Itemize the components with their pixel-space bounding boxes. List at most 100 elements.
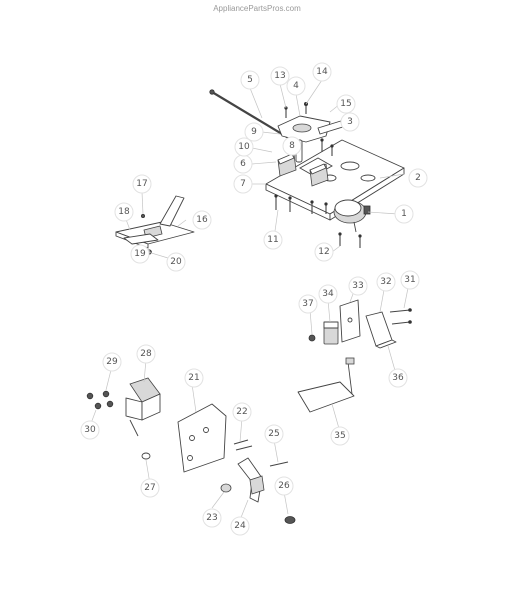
callout-10-label: 10 <box>238 142 250 152</box>
part-bushing-23[interactable] <box>220 483 232 493</box>
callout-23[interactable]: 23 <box>202 508 222 528</box>
callout-18-label: 18 <box>118 207 130 217</box>
part-cap-26[interactable] <box>284 516 296 524</box>
part-panel-35[interactable] <box>297 357 355 413</box>
part-base-tray[interactable] <box>265 139 405 221</box>
upper-screws <box>274 102 362 248</box>
callout-4[interactable]: 4 <box>286 76 306 96</box>
callout-17[interactable]: 17 <box>132 174 152 194</box>
part-left-clip[interactable] <box>123 233 159 245</box>
callout-34[interactable]: 34 <box>318 284 338 304</box>
callout-29[interactable]: 29 <box>102 352 122 372</box>
callout-21-label: 21 <box>188 373 199 383</box>
part-mounting-plate[interactable] <box>177 403 227 473</box>
callout-11[interactable]: 11 <box>263 230 283 250</box>
callout-35-label: 35 <box>334 431 345 441</box>
callout-37-label: 37 <box>302 299 313 309</box>
callout-28[interactable]: 28 <box>136 344 156 364</box>
callout-3[interactable]: 3 <box>340 112 360 132</box>
callout-19-label: 19 <box>134 249 146 259</box>
callout-16-label: 16 <box>196 215 208 225</box>
callout-22-label: 22 <box>236 407 247 417</box>
callout-2[interactable]: 2 <box>408 168 428 188</box>
part-nut-37[interactable] <box>308 334 316 342</box>
callout-30-label: 30 <box>84 425 96 435</box>
part-latch-28[interactable] <box>125 377 161 437</box>
callout-6[interactable]: 6 <box>233 154 253 174</box>
callout-32-label: 32 <box>380 277 391 287</box>
callout-29-label: 29 <box>106 357 118 367</box>
callout-15[interactable]: 15 <box>336 94 356 114</box>
callout-24-label: 24 <box>234 521 246 531</box>
part-clip-27[interactable] <box>141 452 151 460</box>
callout-3-label: 3 <box>347 117 353 127</box>
callout-8[interactable]: 8 <box>282 136 302 156</box>
part-screws-31 <box>389 308 412 325</box>
part-angle-bracket[interactable] <box>365 311 397 349</box>
callout-7-label: 7 <box>240 179 246 189</box>
callout-15-label: 15 <box>340 99 351 109</box>
callout-22[interactable]: 22 <box>232 402 252 422</box>
callout-16[interactable]: 16 <box>192 210 212 230</box>
callout-20[interactable]: 20 <box>166 252 186 272</box>
callout-1[interactable]: 1 <box>394 204 414 224</box>
callout-12-label: 12 <box>318 247 329 257</box>
part-left-pin[interactable] <box>140 213 145 218</box>
callout-5-label: 5 <box>247 75 253 85</box>
callout-7[interactable]: 7 <box>233 174 253 194</box>
callout-21[interactable]: 21 <box>184 368 204 388</box>
callout-34-label: 34 <box>322 289 334 299</box>
part-motor[interactable] <box>333 199 371 233</box>
callout-9[interactable]: 9 <box>244 122 264 142</box>
callout-26[interactable]: 26 <box>274 476 294 496</box>
callouts-layer: 1 2 3 4 5 6 7 8 9 10 11 12 13 14 15 16 1… <box>80 62 428 536</box>
callout-10[interactable]: 10 <box>234 137 254 157</box>
part-switch-34[interactable] <box>323 321 339 345</box>
callout-27-label: 27 <box>144 483 155 493</box>
callout-8-label: 8 <box>289 141 295 151</box>
callout-27[interactable]: 27 <box>140 478 160 498</box>
callout-17-label: 17 <box>136 179 147 189</box>
callout-25[interactable]: 25 <box>264 424 284 444</box>
callout-31-label: 31 <box>404 275 415 285</box>
callout-26-label: 26 <box>278 481 290 491</box>
callout-19[interactable]: 19 <box>130 244 150 264</box>
callout-28-label: 28 <box>140 349 152 359</box>
callout-37[interactable]: 37 <box>298 294 318 314</box>
callout-30[interactable]: 30 <box>80 420 100 440</box>
callout-11-label: 11 <box>267 235 278 245</box>
callout-33[interactable]: 33 <box>348 276 368 296</box>
site-url: AppliancePartsPros.com <box>213 4 301 13</box>
callout-33-label: 33 <box>352 281 363 291</box>
callout-18[interactable]: 18 <box>114 202 134 222</box>
callout-4-label: 4 <box>293 81 299 91</box>
callout-13-label: 13 <box>274 71 285 81</box>
part-switch-block-left[interactable] <box>277 153 297 177</box>
part-lever-24[interactable] <box>237 457 265 503</box>
part-plate-33[interactable] <box>339 299 361 343</box>
part-pin-25[interactable] <box>269 461 289 467</box>
callout-9-label: 9 <box>251 127 257 137</box>
parts-layer <box>86 89 412 524</box>
part-switch-block-right[interactable] <box>309 163 329 187</box>
callout-25-label: 25 <box>268 429 279 439</box>
callout-24[interactable]: 24 <box>230 516 250 536</box>
callout-13[interactable]: 13 <box>270 66 290 86</box>
callout-36-label: 36 <box>392 373 404 383</box>
callout-6-label: 6 <box>240 159 246 169</box>
callout-14[interactable]: 14 <box>312 62 332 82</box>
callout-12[interactable]: 12 <box>314 242 334 262</box>
callout-20-label: 20 <box>170 257 182 267</box>
callout-2-label: 2 <box>415 173 421 183</box>
callout-23-label: 23 <box>206 513 217 523</box>
callout-35[interactable]: 35 <box>330 426 350 446</box>
callout-32[interactable]: 32 <box>376 272 396 292</box>
callout-31[interactable]: 31 <box>400 270 420 290</box>
callout-5[interactable]: 5 <box>240 70 260 90</box>
part-rivets-22 <box>233 439 253 451</box>
callout-14-label: 14 <box>316 67 328 77</box>
part-nuts-29[interactable] <box>86 390 114 410</box>
callout-1-label: 1 <box>401 209 407 219</box>
callout-36[interactable]: 36 <box>388 368 408 388</box>
